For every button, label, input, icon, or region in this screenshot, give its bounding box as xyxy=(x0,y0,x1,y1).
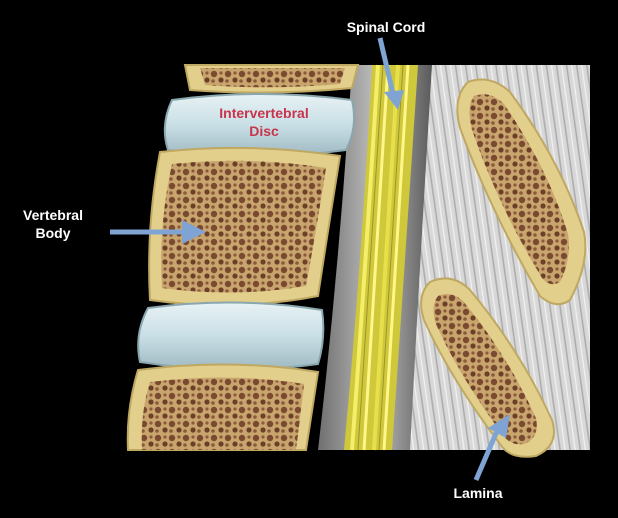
arrow-vertebral-body xyxy=(110,220,206,244)
arrow-spinal-cord xyxy=(377,37,404,110)
label-vertebral-body: Vertebral Body xyxy=(23,207,83,241)
lamina-upper xyxy=(456,78,587,306)
intervertebral-disc-lower xyxy=(137,301,325,371)
vertebra-bottom xyxy=(126,363,320,451)
lamina xyxy=(420,277,555,458)
arrow-lamina xyxy=(473,414,510,481)
vertebral-body xyxy=(148,146,342,307)
vertebra-top xyxy=(183,64,360,94)
label-spinal-cord: Spinal Cord xyxy=(346,19,426,35)
intervertebral-disc-upper xyxy=(163,93,355,157)
spinal-cord xyxy=(344,64,418,451)
label-lamina: Lamina xyxy=(453,485,503,501)
label-intervertebral-disc: Intervertebral Disc xyxy=(219,105,309,139)
